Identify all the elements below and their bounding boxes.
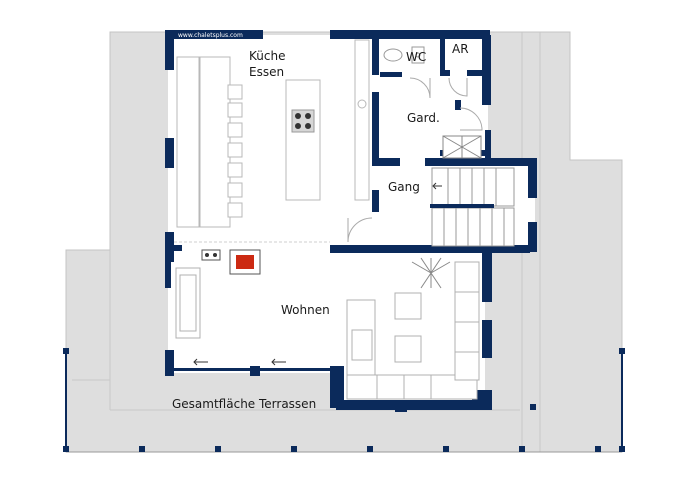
sectional-sofa-right xyxy=(454,261,480,381)
room-label-garderobe: Gard. xyxy=(407,111,440,125)
wall-wc-bottom xyxy=(380,72,402,77)
door-swing xyxy=(347,217,373,243)
wall-ar xyxy=(440,70,450,76)
sliding-door-arrows xyxy=(193,358,286,366)
cushion xyxy=(351,329,373,361)
railing-posts xyxy=(63,348,625,452)
door-swing xyxy=(459,107,483,131)
room-label-kitchen: Küche xyxy=(249,49,285,63)
wall-wc xyxy=(372,190,379,212)
room-label-dining: Essen xyxy=(249,65,284,79)
wall-mid xyxy=(168,245,182,251)
living-furniture xyxy=(175,261,480,400)
wall-mid xyxy=(330,245,530,253)
wall-stair xyxy=(425,158,537,166)
ottoman xyxy=(394,335,422,363)
wall-right-living xyxy=(482,320,492,358)
ottoman xyxy=(394,292,422,320)
wall-left xyxy=(165,258,171,288)
room-label-wohnen: Wohnen xyxy=(281,303,330,317)
wardrobe xyxy=(442,135,482,159)
door-swing xyxy=(448,77,468,97)
wall-top xyxy=(168,30,263,39)
wall-stub xyxy=(372,212,412,218)
sofa-cushion xyxy=(179,274,197,332)
fireplace xyxy=(229,249,261,275)
kitchen-furniture xyxy=(176,39,370,228)
wall-wc xyxy=(372,35,379,75)
wood-storage xyxy=(201,249,221,261)
sink xyxy=(357,99,367,109)
dining-bench xyxy=(199,56,231,228)
floor-lamp-icon xyxy=(411,257,451,289)
kitchen-counter xyxy=(176,56,200,228)
wall-stair xyxy=(528,158,537,198)
dining-chairs xyxy=(227,84,243,218)
arrow-left-icon xyxy=(193,358,208,366)
wall-ar xyxy=(440,35,445,75)
wall-wc-right xyxy=(485,130,491,160)
wall-bay xyxy=(336,400,486,410)
wall-right-living xyxy=(482,252,492,302)
wall-gard xyxy=(455,100,461,110)
watermark-text: www.chaletsplus.com xyxy=(178,32,243,39)
wall-wc xyxy=(372,158,400,166)
wall-post xyxy=(250,366,260,376)
stair-stringer xyxy=(430,204,494,208)
wall-left xyxy=(165,350,174,376)
wall-bay-post xyxy=(395,400,407,412)
wall-top xyxy=(330,30,490,39)
wall-wc xyxy=(372,92,379,162)
wall-wc-right xyxy=(482,35,491,105)
drain-icon xyxy=(415,52,421,58)
staircase xyxy=(431,167,515,247)
room-label-ar: AR xyxy=(452,42,469,56)
stair-arrow-icon xyxy=(432,182,442,190)
wall-left xyxy=(165,30,174,70)
room-label-gang: Gang xyxy=(388,180,420,194)
wall-stair xyxy=(528,222,537,252)
arrow-left-icon xyxy=(271,358,286,366)
sideboard xyxy=(354,39,370,201)
terrace-label: Gesamtfläche Terrassen xyxy=(172,397,316,411)
cooktop xyxy=(291,109,315,133)
wall-left xyxy=(165,138,174,168)
wc-fixtures xyxy=(383,46,425,64)
wall-corner xyxy=(330,366,344,408)
kitchen-island xyxy=(285,79,321,201)
wall-ar xyxy=(467,70,485,76)
toilet xyxy=(383,48,403,62)
door-swing xyxy=(409,77,431,99)
room-label-wc: WC xyxy=(406,50,426,64)
doors xyxy=(347,77,483,243)
sectional-sofa-left xyxy=(346,299,376,381)
